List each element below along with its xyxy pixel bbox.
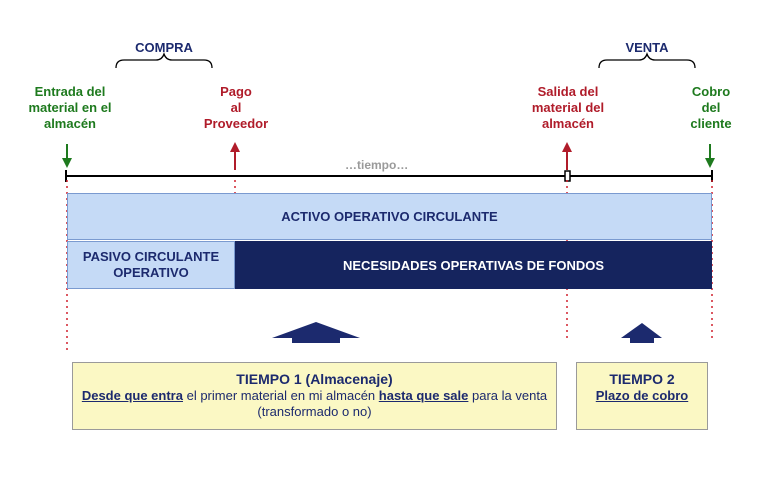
entrada-arrow-icon [62, 144, 72, 168]
pago-arrow-icon [230, 142, 240, 170]
cobro-label: Cobro del cliente [680, 84, 742, 132]
activo-bar: ACTIVO OPERATIVO CIRCULANTE [67, 193, 712, 240]
tiempo1-desc-emph-1: Desde que entra [81, 388, 183, 403]
tiempo1-title: TIEMPO 1 (Almacenaje) [236, 371, 393, 387]
pago-line-1: Pago [220, 84, 252, 99]
salida-line-3: almacén [541, 116, 595, 131]
entrada-line-2: material en el [28, 100, 112, 115]
tiempo2-up-arrow-icon [621, 323, 662, 338]
timeline-break [564, 170, 571, 182]
nof-label: NECESIDADES OPERATIVAS DE FONDOS [343, 257, 604, 273]
nof-bar: NECESIDADES OPERATIVAS DE FONDOS [235, 241, 712, 289]
salida-arrow-icon [562, 142, 572, 170]
tiempo1-desc-text-1: el primer material en mi almacén [182, 388, 379, 403]
tiempo2-description: Plazo de cobro [577, 388, 707, 404]
tiempo1-box: TIEMPO 1 (Almacenaje) Desde que entra el… [72, 362, 557, 430]
tiempo2-up-arrow-base [630, 337, 654, 343]
activo-label: ACTIVO OPERATIVO CIRCULANTE [281, 209, 498, 224]
cobro-line-2: del [701, 100, 721, 115]
tiempo2-desc-emph: Plazo de cobro [595, 388, 689, 403]
pago-line-2: al [230, 100, 242, 115]
salida-label: Salida del material del almacén [519, 84, 617, 132]
tiempo1-up-arrow-icon [272, 322, 360, 338]
tiempo1-desc-emph-2: hasta que sale [378, 388, 469, 403]
pasivo-label-line-1: PASIVO CIRCULANTE [82, 249, 220, 264]
entrada-line-3: almacén [43, 116, 97, 131]
tiempo1-up-arrow-base [292, 337, 340, 343]
tiempo1-desc-text-2: para la venta (transformado o no) [257, 388, 548, 419]
timeline-label: …tiempo… [345, 158, 409, 172]
tiempo1-description: Desde que entra el primer material en mi… [73, 388, 556, 420]
compra-bracket [115, 51, 213, 69]
entrada-line-1: Entrada del [34, 84, 106, 99]
cobro-line-1: Cobro [691, 84, 731, 99]
salida-line-1: Salida del [537, 84, 599, 99]
pago-label: Pago al Proveedor [190, 84, 282, 132]
compra-label: COMPRA [135, 40, 193, 55]
pasivo-bar: PASIVO CIRCULANTE OPERATIVO [67, 241, 235, 289]
pago-line-3: Proveedor [203, 116, 269, 131]
tiempo2-title: TIEMPO 2 [609, 371, 675, 387]
cobro-line-3: cliente [690, 116, 732, 131]
pasivo-label-line-2: OPERATIVO [113, 265, 189, 280]
entrada-label: Entrada del material en el almacén [22, 84, 118, 132]
venta-label: VENTA [625, 40, 669, 55]
venta-bracket [598, 51, 696, 69]
cobro-arrow-icon [705, 144, 715, 168]
salida-line-2: material del [531, 100, 605, 115]
tiempo2-box: TIEMPO 2 Plazo de cobro [576, 362, 708, 430]
